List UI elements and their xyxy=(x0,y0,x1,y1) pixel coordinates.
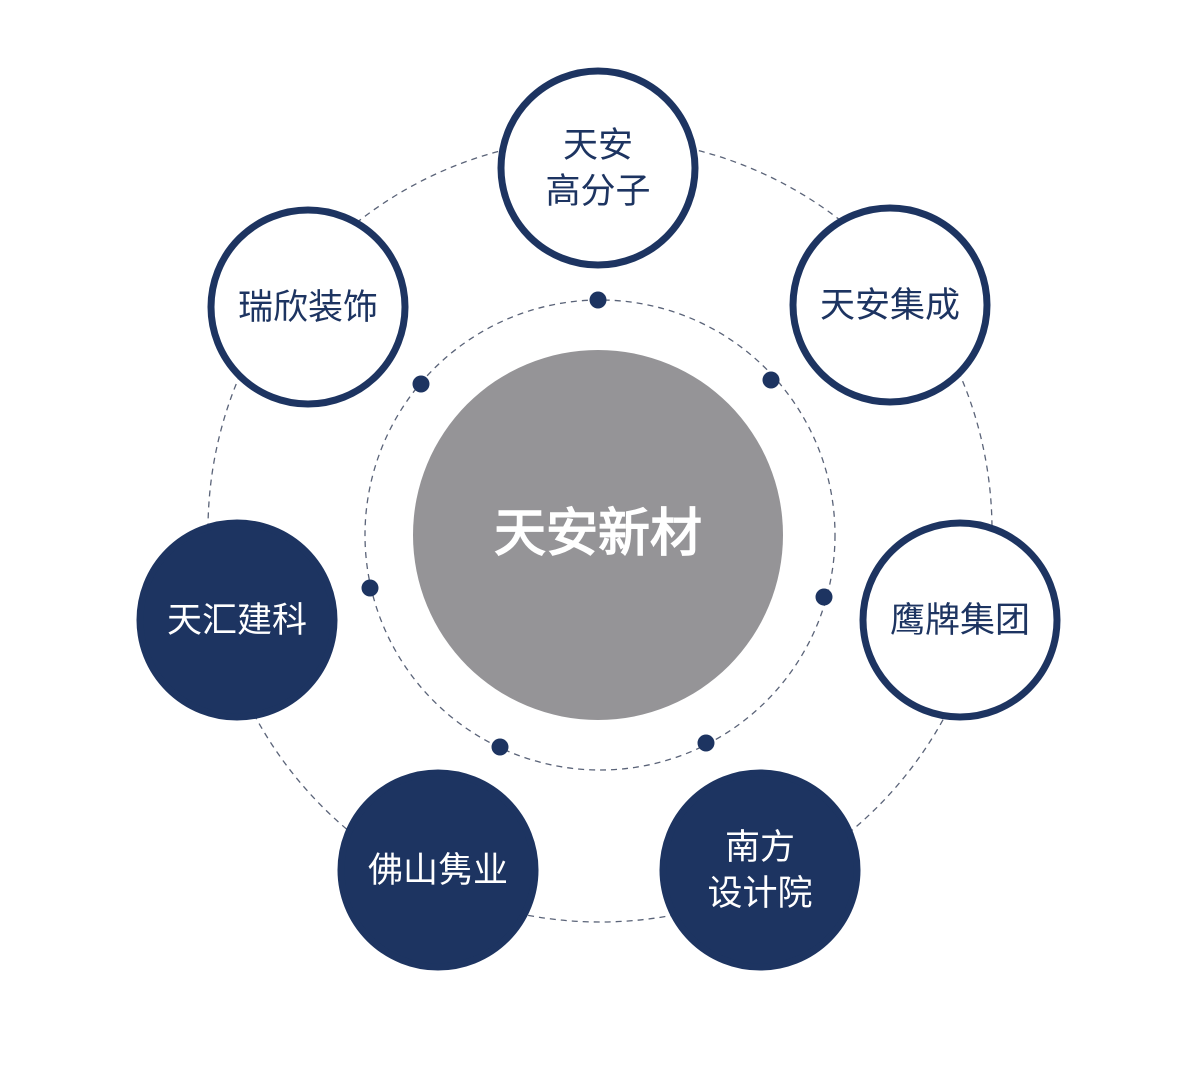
node-circle xyxy=(136,519,338,721)
inner-ring-dots xyxy=(361,291,833,756)
inner-ring-dot xyxy=(361,579,379,597)
inner-ring-dot xyxy=(815,588,833,606)
inner-ring-dot xyxy=(762,371,780,389)
inner-ring-dot xyxy=(697,734,715,752)
node-label-line: 佛山隽业 xyxy=(368,851,508,891)
node-yingpai-group[interactable]: 鹰牌集团 xyxy=(859,519,1061,721)
node-label-line: 鹰牌集团 xyxy=(890,601,1030,641)
center-label: 天安新材 xyxy=(494,504,702,564)
center-node[interactable]: 天安新材 xyxy=(413,350,783,720)
node-circle xyxy=(337,769,539,971)
node-circle xyxy=(859,519,1061,721)
node-label-line: 天安 xyxy=(563,126,633,166)
node-foshan-juanye[interactable]: 佛山隽业 xyxy=(337,769,539,971)
inner-ring-dot xyxy=(491,738,509,756)
inner-ring-dot xyxy=(412,375,430,393)
node-circle xyxy=(207,206,409,408)
center-circle xyxy=(413,350,783,720)
inner-dashed-circle xyxy=(364,299,836,771)
node-tianan-integration[interactable]: 天安集成 xyxy=(789,204,991,406)
node-label-line: 南方 xyxy=(725,828,795,868)
node-label-line: 设计院 xyxy=(707,874,812,914)
node-label-line: 高分子 xyxy=(545,172,650,212)
node-circle xyxy=(497,67,699,269)
node-ruixin-decoration[interactable]: 瑞欣装饰 xyxy=(207,206,409,408)
node-circle xyxy=(789,204,991,406)
node-label-line: 天汇建科 xyxy=(167,601,307,641)
node-label-line: 天安集成 xyxy=(820,286,960,326)
node-tianhui-building[interactable]: 天汇建科 xyxy=(136,519,338,721)
node-circle xyxy=(659,769,861,971)
node-label-line: 瑞欣装饰 xyxy=(238,288,378,328)
inner-ring-dot xyxy=(589,291,607,309)
inner-dashed-ring xyxy=(364,299,836,771)
